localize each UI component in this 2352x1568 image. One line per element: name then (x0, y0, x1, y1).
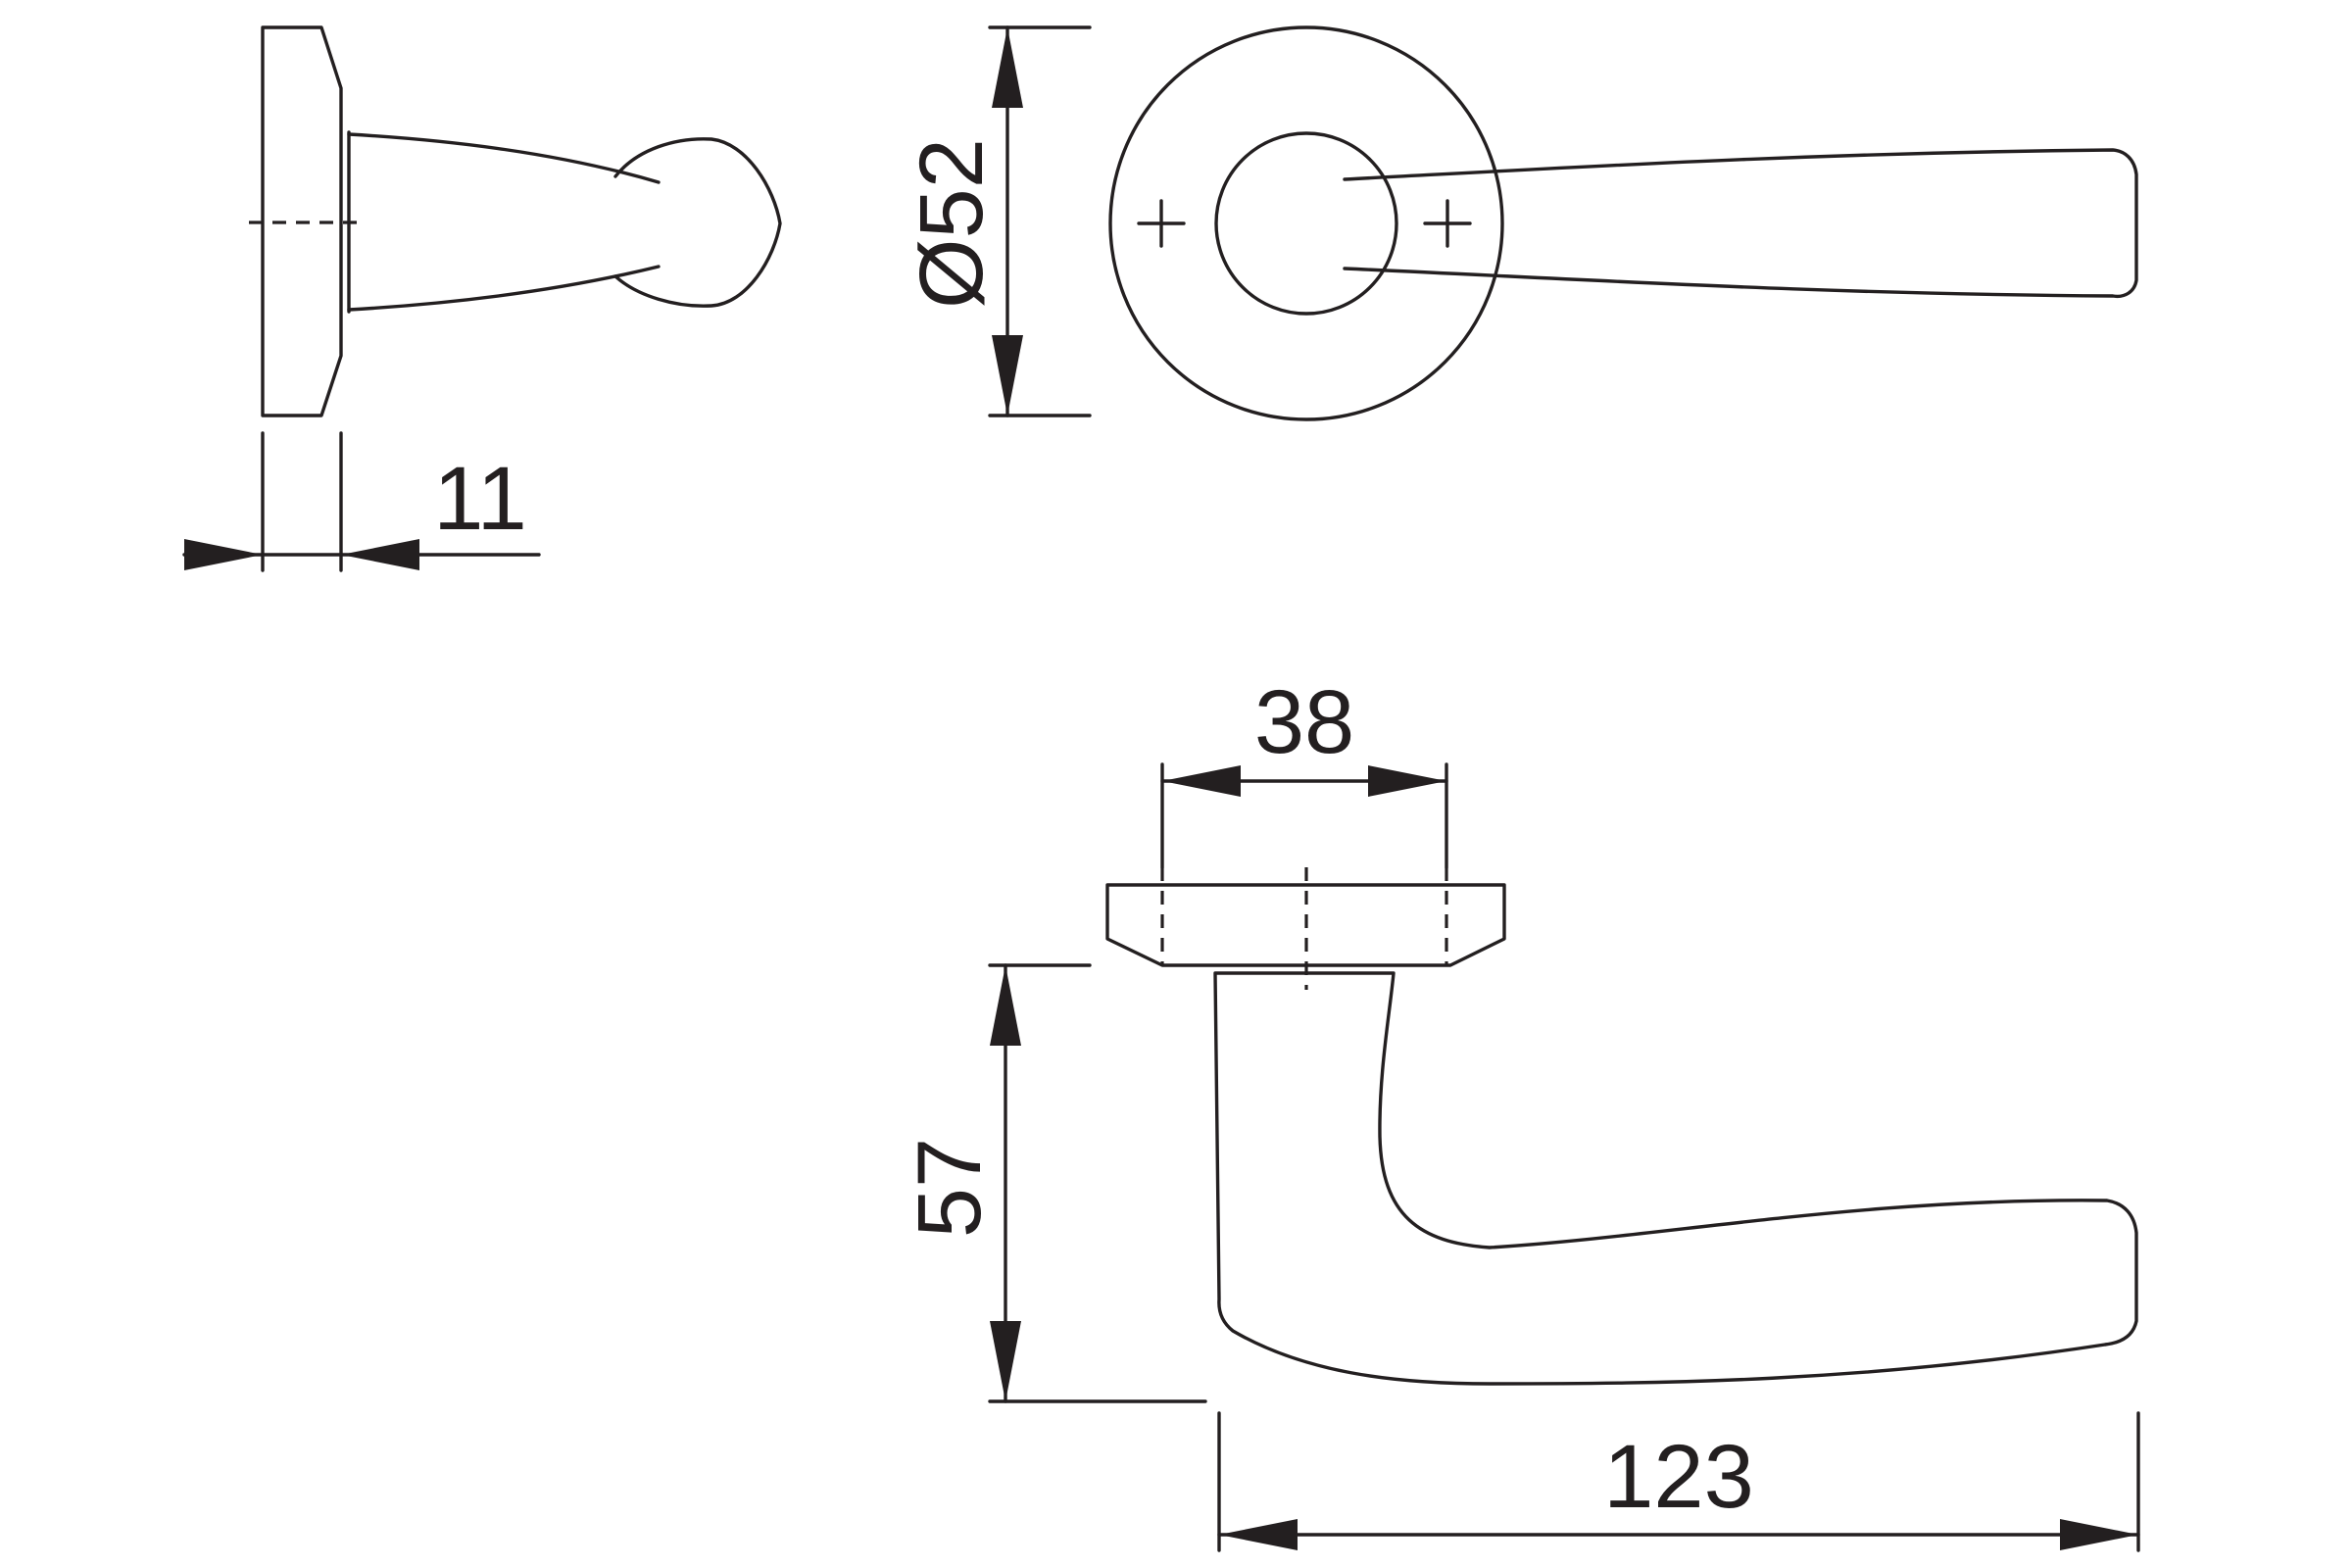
rose-inner-circle (1214, 131, 1398, 316)
dimension-label-lever-height: 57 (900, 1138, 1000, 1238)
dimension-label-rose-thickness: 11 (433, 449, 527, 549)
arrowhead-top (992, 27, 1023, 108)
arrowhead-left (1219, 1519, 1298, 1550)
arrowhead-right (341, 539, 419, 570)
dimension-label-rose-diameter: Ø52 (902, 138, 1002, 309)
front-view (1108, 25, 2138, 421)
dimension-rose-thickness: 11 (182, 431, 541, 572)
arrowhead-top (990, 965, 1021, 1046)
dimension-lever-height: 57 (900, 963, 1207, 1403)
arrowhead-bottom (990, 1321, 1021, 1401)
arrowhead-right (2060, 1519, 2138, 1550)
arrowhead-left (184, 539, 263, 570)
top-view-lever (1213, 971, 2138, 1386)
top-view-rose-plate (1105, 883, 1506, 967)
side-view-lever-neck (347, 132, 661, 312)
arrowhead-right (1368, 765, 1446, 797)
dimension-label-lever-length: 123 (1603, 1427, 1754, 1527)
dimension-label-spindle-spacing: 38 (1254, 672, 1354, 772)
dimension-lever-length: 123 (1217, 1411, 2140, 1552)
side-view-lever-grip (613, 137, 782, 308)
dimension-rose-diameter: Ø52 (902, 25, 1092, 417)
arrowhead-bottom (992, 335, 1023, 416)
side-view-rose-plate (261, 25, 343, 417)
side-view (249, 25, 782, 417)
front-view-lever (1343, 148, 2138, 299)
dimension-spindle-spacing: 38 (1160, 672, 1448, 869)
arrowhead-left (1162, 765, 1241, 797)
top-view (1105, 867, 2138, 1386)
rose-outer-circle (1108, 25, 1504, 421)
